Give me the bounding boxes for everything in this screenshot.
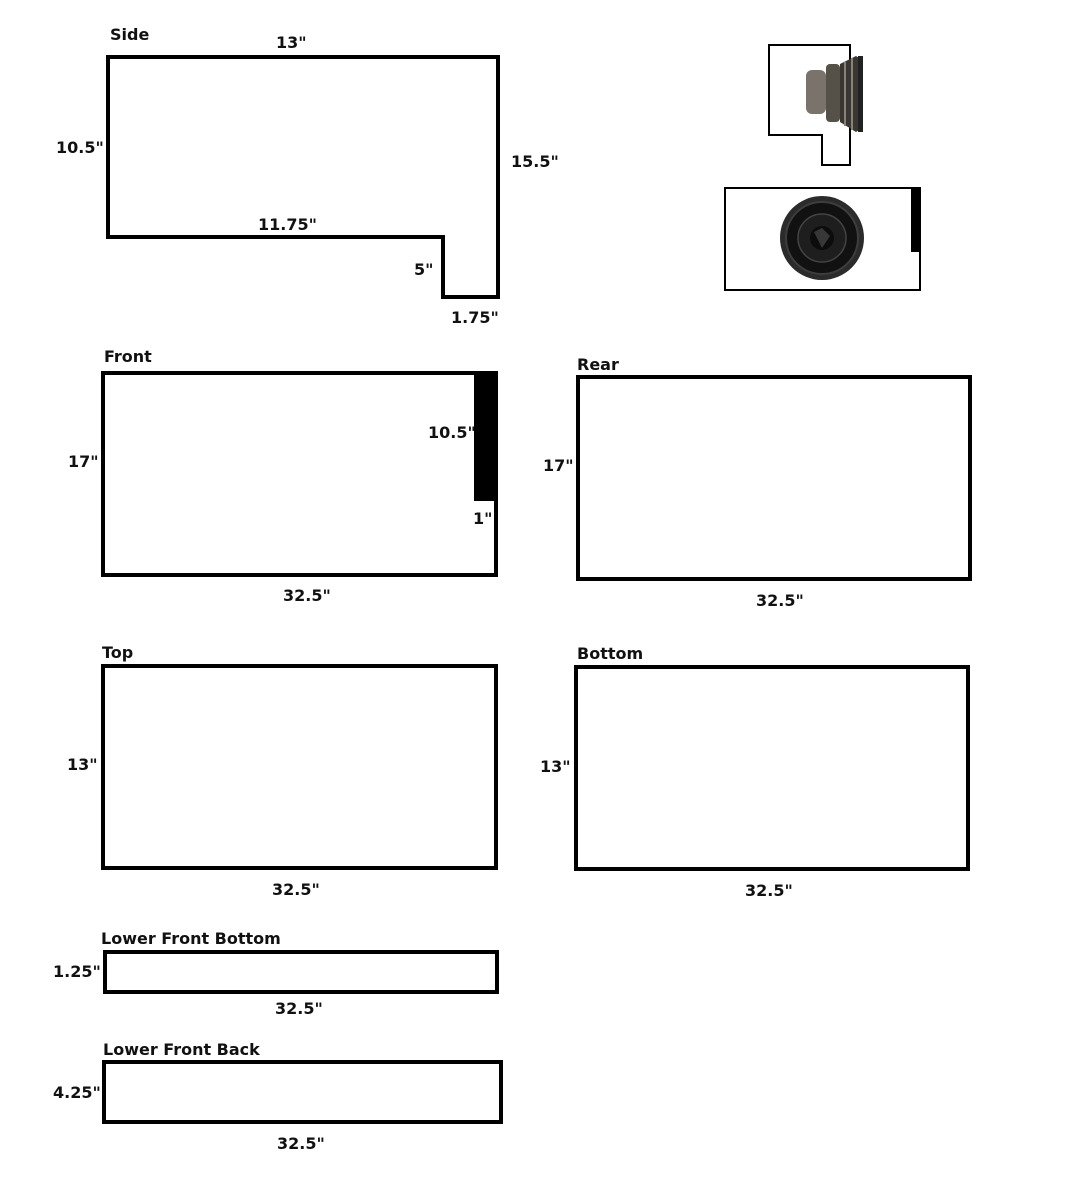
rear-width-label: 32.5" (756, 591, 804, 610)
side-bottom-length-label: 11.75" (258, 215, 317, 234)
rear-panel-group: Rear 17" 32.5" (543, 355, 972, 610)
front-height-label: 17" (68, 452, 99, 471)
side-panel-title: Side (110, 25, 149, 44)
side-panel-outline (106, 55, 500, 299)
bottom-panel-title: Bottom (577, 644, 643, 663)
front-panel-title: Front (104, 347, 152, 366)
front-width-label: 32.5" (283, 586, 331, 605)
top-width-label: 32.5" (272, 880, 320, 899)
lower-front-bottom-width-label: 32.5" (275, 999, 323, 1018)
lower-front-back-height-label: 4.25" (53, 1083, 101, 1102)
side-panel-group: Side 13" 10.5" 15.5" 11.75" 5" 1.75" (56, 25, 559, 327)
rear-height-label: 17" (543, 456, 574, 475)
bottom-height-label: 13" (540, 757, 571, 776)
lower-front-back-width-label: 32.5" (277, 1134, 325, 1153)
top-panel-outline (101, 664, 498, 870)
front-view-preview (724, 187, 921, 291)
top-panel-group: Top 13" 32.5" (67, 643, 498, 899)
top-height-label: 13" (67, 755, 98, 774)
rear-panel-outline (576, 375, 972, 581)
side-view-preview (768, 44, 863, 166)
side-right-height-label: 15.5" (511, 152, 559, 171)
lower-front-back-title: Lower Front Back (103, 1040, 260, 1059)
bottom-panel-group: Bottom 13" 32.5" (540, 644, 970, 900)
lower-front-back-group: Lower Front Back 4.25" 32.5" (53, 1040, 503, 1153)
front-panel-group: Front 17" 10.5" 1" 32.5" (68, 347, 498, 605)
side-top-width-label: 13" (276, 33, 307, 52)
lower-front-back-outline (102, 1060, 503, 1124)
lower-front-bottom-height-label: 1.25" (53, 962, 101, 981)
subwoofer-side-view-icon (806, 56, 863, 132)
side-notch-width-label: 1.75" (451, 308, 499, 327)
side-left-height-label: 10.5" (56, 138, 104, 157)
side-notch-height-label: 5" (414, 260, 433, 279)
lower-front-bottom-outline (103, 950, 499, 994)
front-panel-outline (101, 371, 498, 577)
lower-front-bottom-title: Lower Front Bottom (101, 929, 281, 948)
rear-panel-title: Rear (577, 355, 619, 374)
subwoofer-front-view-icon (780, 196, 864, 280)
front-view-preview-port (911, 188, 921, 252)
front-port-width-label: 1" (473, 509, 492, 528)
lower-front-bottom-group: Lower Front Bottom 1.25" 32.5" (53, 929, 499, 1018)
bottom-width-label: 32.5" (745, 881, 793, 900)
bottom-panel-outline (574, 665, 970, 871)
top-panel-title: Top (102, 643, 133, 662)
front-port-height-label: 10.5" (428, 423, 476, 442)
front-panel-port-slot (474, 371, 498, 501)
